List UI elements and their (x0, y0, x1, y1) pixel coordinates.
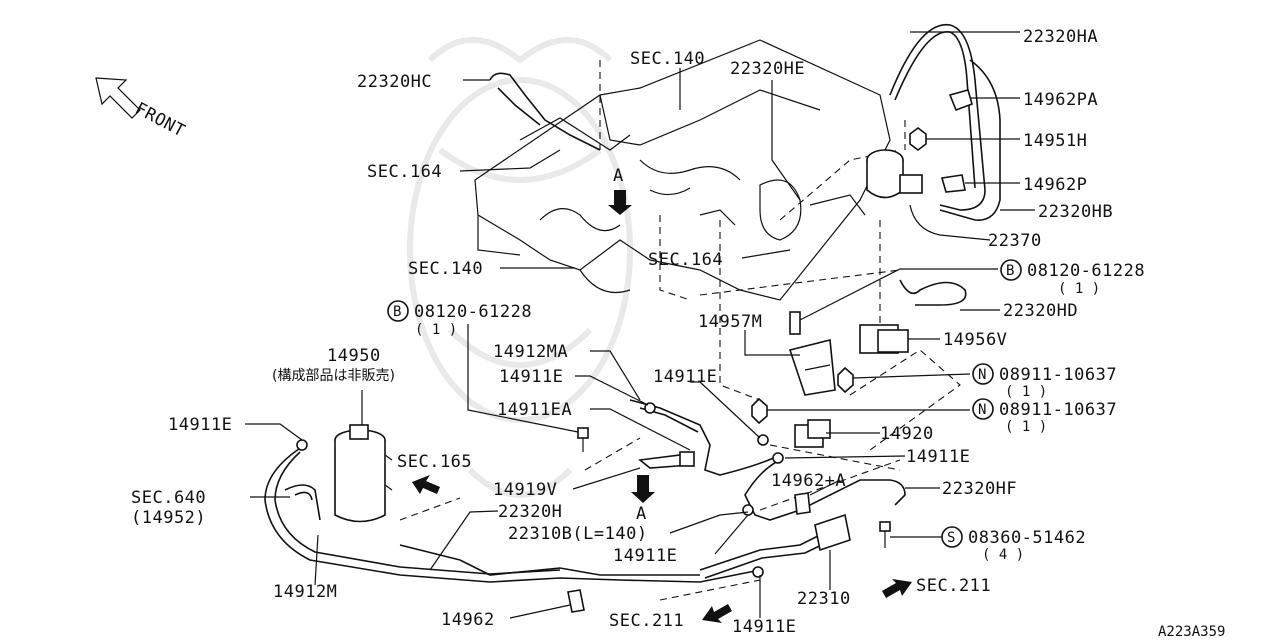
nut-mark-n1-icon: N (972, 363, 994, 385)
callout-bolt-08120-right-qty: ( 1 ) (1058, 281, 1100, 297)
callout-22310: 22310 (797, 589, 851, 609)
callout-sec164-left: SEC.164 (367, 162, 442, 182)
callout-sec211-right: SEC.211 (916, 576, 991, 596)
callout-sec140-left: SEC.140 (408, 259, 483, 279)
callout-14962: 14962 (441, 610, 495, 630)
callout-14911e-f: 14911E (732, 617, 796, 637)
nut-mark-n2: N (978, 402, 986, 418)
hose-14912m (264, 444, 761, 583)
callout-22320hf: 22320HF (942, 479, 1017, 499)
hose-22320hf (744, 459, 906, 521)
bolt-mark-b-top: B (1006, 263, 1014, 279)
callout-14912ma: 14912MA (493, 342, 568, 362)
callout-nut-08911-b-qty: ( 1 ) (1005, 419, 1047, 435)
callout-nut-08911-a: 08911-10637 (999, 365, 1117, 385)
callout-14911e-a: 14911E (499, 367, 563, 387)
callout-14912m: 14912M (273, 582, 337, 602)
callout-14962pa: 14962PA (1023, 90, 1098, 110)
front-label: FRONT (132, 99, 189, 142)
callout-nut-08911-a-qty: ( 1 ) (1005, 384, 1047, 400)
callout-sec164-mid: SEC.164 (648, 250, 723, 270)
hose-sec640 (284, 484, 321, 521)
sec211-right-arrow-icon (882, 579, 912, 598)
clamps-14911e (296, 402, 784, 578)
callout-sec165: SEC.165 (397, 452, 472, 472)
callout-22320hd: 22320HD (1003, 301, 1078, 321)
bolt-mark-b-top-icon: B (1000, 259, 1022, 281)
callout-14962p: 14962P (1023, 175, 1087, 195)
callout-22320h: 22320H (498, 502, 562, 522)
vsv-14956v (859, 279, 967, 354)
callout-leaders (245, 31, 1035, 619)
nut-mark-n1: N (978, 367, 986, 383)
view-a-arrow-top-icon (608, 190, 632, 215)
callout-14911e-b: 14911E (653, 367, 717, 387)
callout-22320ha: 22320HA (1023, 27, 1098, 47)
callout-bolt-08120-right: 08120-61228 (1027, 261, 1145, 281)
bracket-14919v (638, 451, 695, 469)
callout-14962a: 14962+A (771, 471, 846, 491)
bracket-14957m (788, 311, 836, 396)
callout-14951h: 14951H (1023, 131, 1087, 151)
front-arrow-icon (95, 77, 141, 119)
view-a-top-label: A (613, 166, 624, 186)
callout-22370: 22370 (988, 231, 1042, 251)
bolt-mark-b-left: B (393, 304, 401, 320)
valve-14920 (794, 419, 831, 448)
screw-mark-s-icon: S (941, 526, 963, 548)
view-a-bottom-label: A (636, 504, 647, 524)
purge-valve-22370 (866, 149, 991, 241)
callout-22310b: 22310B(L=140) (508, 524, 648, 544)
nut-mark-n2-icon: N (972, 398, 994, 420)
callout-sec640-sub: (14952) (131, 508, 206, 528)
callout-14950-note: (構成部品は非販売) (272, 368, 395, 384)
callout-14950: 14950 (327, 346, 381, 366)
callout-14911e-d: 14911E (906, 447, 970, 467)
callout-bolt-08120-left-qty: ( 1 ) (415, 322, 457, 338)
sec165-arrow-icon (412, 475, 440, 494)
nuts-08911 (751, 366, 854, 425)
callout-22320hc: 22320HC (357, 72, 432, 92)
callout-sec640: SEC.640 (131, 488, 206, 508)
callout-22320hb: 22320HB (1038, 202, 1113, 222)
engine-intake-manifold (474, 39, 891, 301)
callout-14957m: 14957M (698, 312, 762, 332)
clip-14962p (940, 174, 966, 193)
callout-nut-08911-b: 08911-10637 (999, 400, 1117, 420)
callout-22320he: 22320HE (730, 59, 805, 79)
callout-14911ea: 14911EA (497, 400, 572, 420)
hose-22320hb (939, 59, 1001, 221)
hose-22320hc (489, 72, 601, 151)
canister-14950 (334, 424, 393, 523)
callout-sec211-bottom: SEC.211 (609, 611, 684, 631)
callout-14911e-e: 14911E (613, 546, 677, 566)
nut-14951h (909, 127, 927, 151)
bolt-08120-a (577, 427, 589, 452)
callout-14911e-c: 14911E (168, 415, 232, 435)
callout-14956v: 14956V (943, 330, 1007, 350)
screw-mark-s: S (947, 530, 955, 546)
clip-14962-a (794, 492, 811, 515)
pipe-22310 (699, 513, 851, 580)
callout-sec140-top: SEC.140 (630, 49, 705, 69)
screw-08360 (879, 521, 891, 548)
callout-screw-08360-qty: ( 4 ) (982, 547, 1024, 563)
sec211-bottom-arrow-icon (702, 604, 732, 623)
bolt-mark-b-left-icon: B (387, 300, 409, 322)
drawing-id: A223A359 (1158, 624, 1225, 639)
clip-14962 (567, 589, 585, 613)
view-a-arrow-bottom-icon (631, 475, 655, 503)
clip-14962pa (948, 89, 973, 112)
callout-bolt-08120-left: 08120-61228 (414, 302, 532, 322)
callout-14920: 14920 (880, 424, 934, 444)
callout-screw-08360: 08360-51462 (968, 528, 1086, 548)
callout-14919v: 14919V (493, 480, 557, 500)
